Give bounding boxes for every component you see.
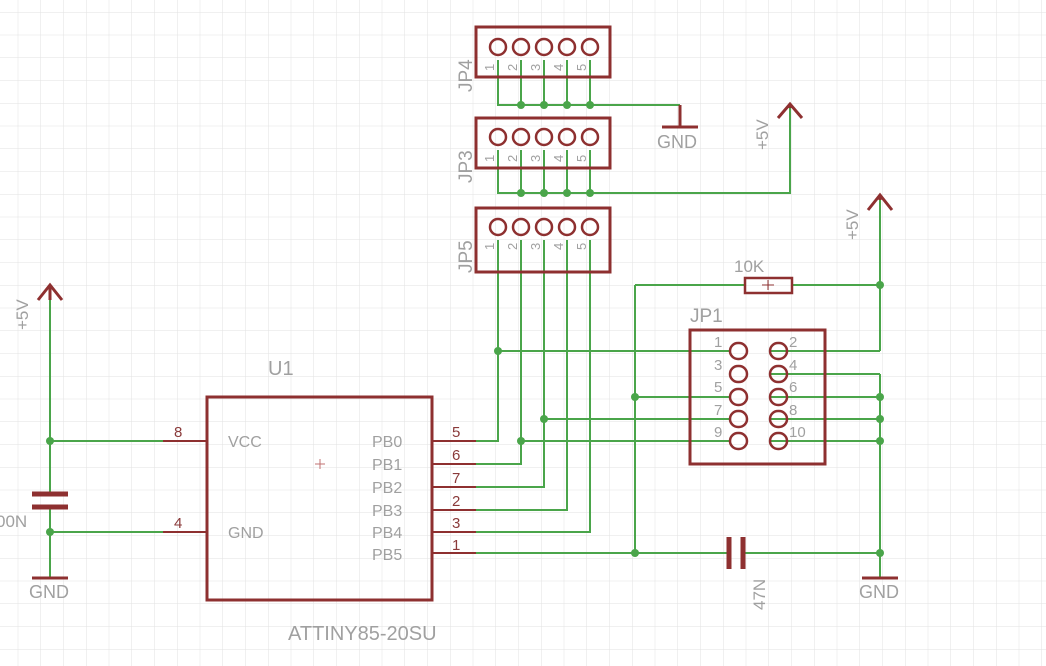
ic-pin-gnd: GND	[228, 525, 264, 542]
ic-pin-pb1: PB1	[372, 457, 402, 474]
ic-pin-num-8: 8	[174, 424, 182, 441]
vcc-symbol-jp3	[776, 101, 804, 119]
jp4-pin-2: 2	[505, 64, 520, 71]
jp5-pin-2: 2	[505, 243, 520, 250]
jp1-pin-10: 10	[789, 424, 806, 441]
ic-value: ATTINY85-20SU	[288, 623, 437, 645]
jp3-pin-2: 2	[505, 155, 520, 162]
jp5-pin-5: 5	[574, 243, 589, 250]
jp1-pin-1: 1	[714, 334, 722, 351]
resistor-10k[interactable]	[743, 276, 794, 295]
header-jp4[interactable]	[474, 25, 612, 79]
ic-pin-pb0: PB0	[372, 434, 402, 451]
gnd-label-left: GND	[29, 582, 69, 602]
capacitor-47n-value: 47N	[750, 579, 769, 610]
ic-pin-num-2: 2	[452, 493, 460, 510]
header-pin-circles	[488, 37, 600, 237]
ic-pin-num-3: 3	[452, 515, 460, 532]
vcc-label-jp3: +5V	[753, 119, 772, 150]
ic-pin-pb3: PB3	[372, 503, 402, 520]
ic-pin-num-1: 1	[452, 537, 460, 554]
ic-pin-num-5: 5	[452, 424, 460, 441]
resistor-value: 10K	[734, 257, 765, 276]
header-jp3[interactable]	[474, 116, 612, 170]
jp4-pin-5: 5	[574, 64, 589, 71]
jp5-pin-4: 4	[551, 243, 566, 250]
ic-pin-num-6: 6	[452, 447, 460, 464]
header-label-jp3: JP3	[456, 150, 477, 183]
ic-pin-labels: VCC GND 8 4 PB0 PB1 PB2 PB3 PB4 PB5 5 6 …	[174, 424, 460, 564]
jp1-pin-numbers: 1 2 3 4 5 6 7 8 9 10	[714, 334, 806, 441]
jp4-pin-1: 1	[482, 64, 497, 71]
jp1-pin-8: 8	[789, 402, 797, 419]
jp4-pin-3: 3	[528, 64, 543, 71]
header-pin-numbers: 1 2 3 4 5 1 2 3 4 5 1 2 3 4 5	[482, 64, 589, 250]
jp5-pin-1: 1	[482, 243, 497, 250]
gnd-label-right: GND	[859, 582, 899, 602]
jp1-pin-6: 6	[789, 379, 797, 396]
capacitor-left-value: 00N	[0, 512, 27, 531]
ic-pin-pb4: PB4	[372, 525, 402, 542]
ic-pin-vcc: VCC	[228, 434, 262, 451]
jp5-pin-3: 3	[528, 243, 543, 250]
header-jp5[interactable]	[474, 206, 612, 274]
jp1-pin-9: 9	[714, 424, 722, 441]
ic-pin-num-7: 7	[452, 470, 460, 487]
vcc-label-right: +5V	[843, 209, 862, 240]
ic-pin-num-4: 4	[174, 515, 182, 532]
capacitor-47n[interactable]	[726, 537, 746, 569]
jp1-pin-2: 2	[789, 334, 797, 351]
jp3-pin-3: 3	[528, 155, 543, 162]
header-label-jp5: JP5	[456, 240, 477, 273]
jp1-pin-3: 3	[714, 357, 722, 374]
vcc-symbol-right	[866, 192, 894, 211]
header-label-jp4: JP4	[456, 59, 477, 92]
jp1-pin-5: 5	[714, 379, 722, 396]
header-jp1[interactable]	[688, 328, 827, 466]
jp1-pin-7: 7	[714, 402, 722, 419]
gnd-symbol-jp4	[662, 105, 698, 129]
ic-attiny85[interactable]	[163, 395, 476, 602]
jp1-label: JP1	[690, 306, 723, 327]
jp3-pin-1: 1	[482, 155, 497, 162]
jp1-pin-4: 4	[789, 357, 797, 374]
vcc-label-left: +5V	[13, 299, 32, 330]
ic-name: U1	[268, 358, 294, 380]
capacitor-left[interactable]	[32, 491, 68, 510]
gnd-label-jp4: GND	[657, 132, 697, 152]
jp3-pin-4: 4	[551, 155, 566, 162]
ic-pin-pb2: PB2	[372, 480, 402, 497]
junctions	[46, 101, 884, 557]
jp4-pin-4: 4	[551, 64, 566, 71]
jp3-pin-5: 5	[574, 155, 589, 162]
vcc-symbol-left	[36, 282, 64, 301]
ic-pin-pb5: PB5	[372, 547, 402, 564]
